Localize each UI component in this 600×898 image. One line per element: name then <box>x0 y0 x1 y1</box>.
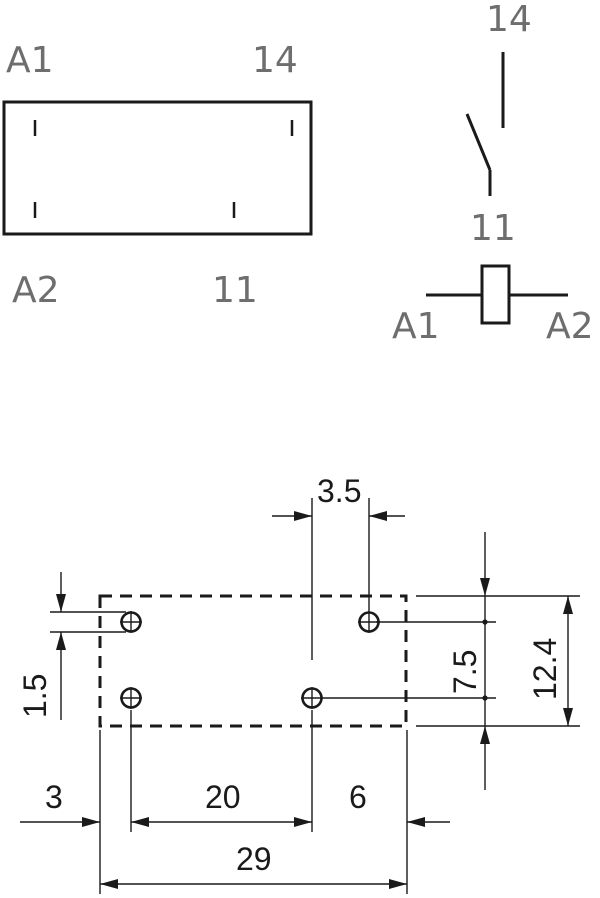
dim-label-12-4: 12.4 <box>527 638 563 700</box>
footprint-outline-dashed <box>98 594 408 728</box>
dimension-bottom-chain: 3 20 6 <box>20 710 450 894</box>
coil-symbol <box>480 264 511 325</box>
pin-center-marks <box>120 611 380 709</box>
switch-blade <box>465 113 492 171</box>
label-11: 11 <box>212 270 258 311</box>
label-14: 14 <box>252 40 298 81</box>
schematic-label-a2: A2 <box>546 306 594 347</box>
dim-label-1-5: 1.5 <box>17 674 53 718</box>
schematic-label-14: 14 <box>486 0 532 40</box>
dimension-3-5: 3.5 <box>272 473 405 660</box>
schematic-label-11: 11 <box>470 208 516 249</box>
dim-label-20: 20 <box>205 779 241 815</box>
dimension-29: 29 <box>100 841 407 889</box>
label-a1: A1 <box>6 40 54 81</box>
relay-top-view: A1 14 A2 11 <box>2 40 313 311</box>
relay-schematic: 14 11 A1 A2 <box>392 0 594 347</box>
dim-label-3: 3 <box>45 779 63 815</box>
label-a2: A2 <box>12 270 60 311</box>
dim-label-3-5: 3.5 <box>317 473 361 509</box>
dimension-7-5: 7.5 <box>320 532 496 790</box>
dim-label-6: 6 <box>349 779 367 815</box>
schematic-label-a1: A1 <box>392 306 440 347</box>
dim-label-7-5: 7.5 <box>447 650 483 694</box>
dim-label-29: 29 <box>236 841 272 877</box>
relay-body-outline <box>2 100 313 236</box>
pcb-footprint: 3.5 1.5 7.5 <box>17 473 580 894</box>
dimension-12-4: 12.4 <box>416 595 580 727</box>
dimension-1-5: 1.5 <box>17 572 126 720</box>
